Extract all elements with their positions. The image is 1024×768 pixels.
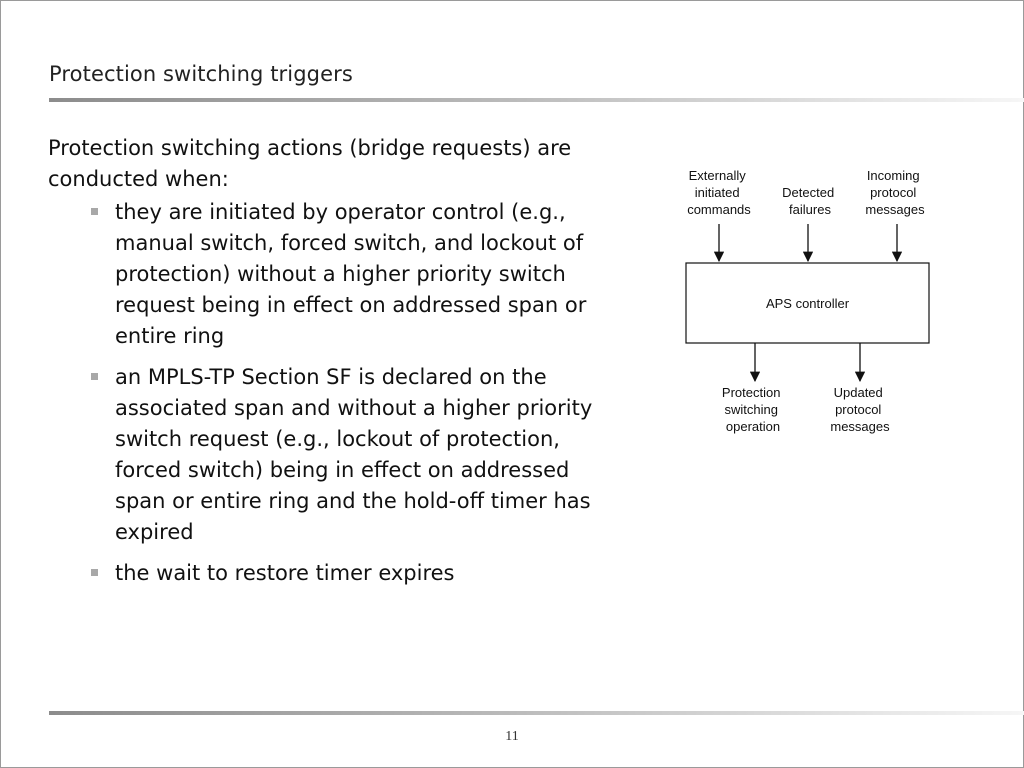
title-divider	[49, 98, 1024, 102]
bullet-text: the wait to restore timer expires	[115, 561, 455, 585]
input-label-detected-failures: Detected failures	[782, 185, 838, 217]
input-label-externally-initiated-commands: Externally initiated commands	[687, 168, 751, 217]
input-label-incoming-protocol-messages: Incoming protocol messages	[865, 168, 925, 217]
bullet-list: they are initiated by operator control (…	[48, 197, 608, 589]
square-bullet-icon	[91, 208, 98, 215]
slide-body: Protection switching actions (bridge req…	[48, 133, 608, 599]
bullet-item: the wait to restore timer expires	[91, 558, 608, 589]
bullet-item: they are initiated by operator control (…	[91, 197, 608, 352]
aps-controller-diagram: Externally initiated commands Detected f…	[685, 168, 930, 434]
output-label-protection-switching-operation: Protection switching operation	[722, 385, 784, 434]
intro-text: Protection switching actions (bridge req…	[48, 136, 572, 191]
square-bullet-icon	[91, 569, 98, 576]
bullet-text: they are initiated by operator control (…	[115, 200, 587, 348]
aps-controller-box	[685, 262, 930, 344]
aps-controller-label: APS controller	[766, 296, 850, 311]
bullet-item: an MPLS-TP Section SF is declared on the…	[91, 362, 608, 548]
page-number: 11	[505, 729, 519, 744]
footer-divider	[49, 711, 1024, 715]
bullet-text: an MPLS-TP Section SF is declared on the…	[115, 365, 593, 544]
output-label-updated-protocol-messages: Updated protocol messages	[830, 385, 890, 434]
square-bullet-icon	[91, 373, 98, 380]
slide-title: Protection switching triggers	[49, 62, 353, 86]
